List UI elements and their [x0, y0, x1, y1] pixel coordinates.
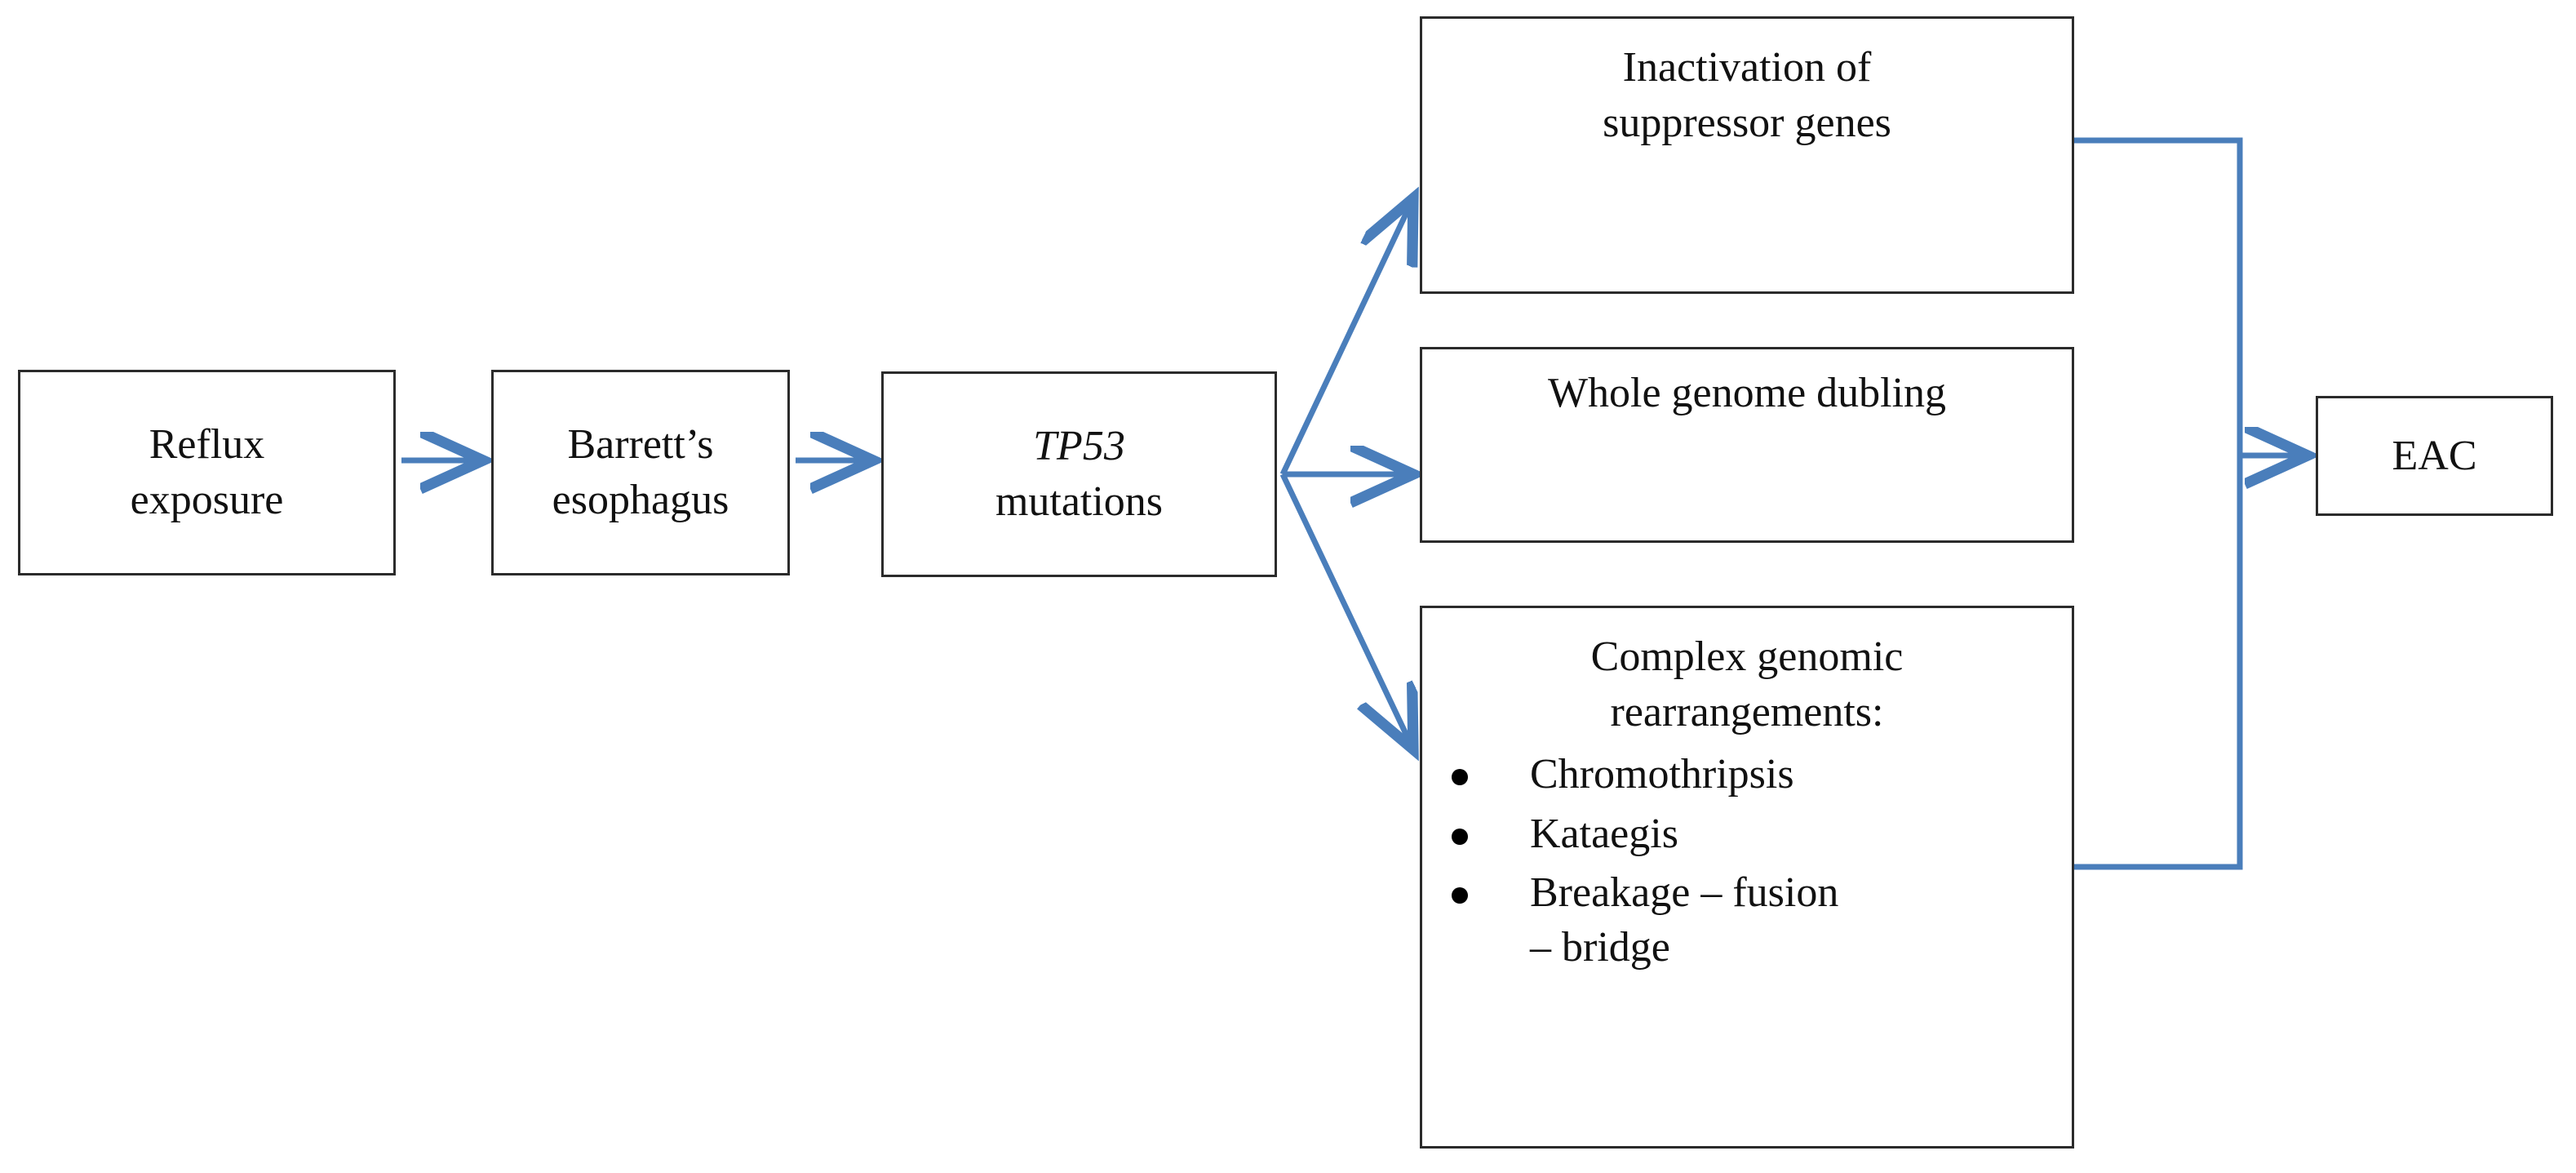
- bullet-label-chromothripsis: Chromothripsis: [1530, 751, 1794, 798]
- complex-rearrangements-bullet-list: Chromothripsis Kataegis Breakage – fusio…: [1422, 748, 2072, 975]
- list-item: Chromothripsis: [1440, 748, 2072, 802]
- edge-inactivation-to-eac: [2074, 137, 2243, 455]
- list-item: Kataegis: [1440, 807, 2072, 862]
- node-eac[interactable]: EAC: [2316, 396, 2553, 516]
- bullet-label-kataegis: Kataegis: [1530, 810, 1678, 857]
- node-inactivation-of-suppressor-genes-label: Inactivation of suppressor genes: [1603, 44, 1891, 146]
- node-tp53-mutations[interactable]: TP53 mutations: [881, 371, 1277, 577]
- node-tp53-gene-name: TP53: [1033, 423, 1125, 470]
- bullet-dot-icon: [1452, 887, 1468, 904]
- node-tp53-mutations-text: TP53 mutations: [995, 419, 1163, 529]
- node-whole-genome-dubling-label: Whole genome dubling: [1547, 370, 1947, 416]
- list-item: Breakage – fusion – bridge: [1440, 866, 2072, 975]
- node-reflux-exposure-label: Reflux exposure: [130, 421, 284, 523]
- node-complex-genomic-rearrangements-heading: Complex genomic rearrangements:: [1590, 633, 1904, 735]
- node-complex-genomic-rearrangements[interactable]: Complex genomic rearrangements: Chromoth…: [1420, 606, 2074, 1149]
- edge-complex-to-eac: [2074, 455, 2243, 870]
- node-eac-label: EAC: [2392, 432, 2477, 479]
- node-whole-genome-dubling[interactable]: Whole genome dubling: [1420, 347, 2074, 543]
- node-reflux-exposure[interactable]: Reflux exposure: [18, 370, 396, 575]
- node-inactivation-of-suppressor-genes[interactable]: Inactivation of suppressor genes: [1420, 16, 2074, 294]
- edge-tp53-to-inactivation: [1279, 198, 1413, 476]
- node-barretts-esophagus[interactable]: Barrett’s esophagus: [491, 370, 790, 575]
- bullet-dot-icon: [1452, 828, 1468, 845]
- edge-tp53-to-complex: [1279, 473, 1413, 749]
- bullet-label-breakage-fusion-bridge: Breakage – fusion – bridge: [1530, 869, 1839, 971]
- node-tp53-mutations-label: mutations: [995, 478, 1164, 525]
- node-barretts-esophagus-label: Barrett’s esophagus: [552, 421, 729, 523]
- bullet-dot-icon: [1452, 769, 1468, 786]
